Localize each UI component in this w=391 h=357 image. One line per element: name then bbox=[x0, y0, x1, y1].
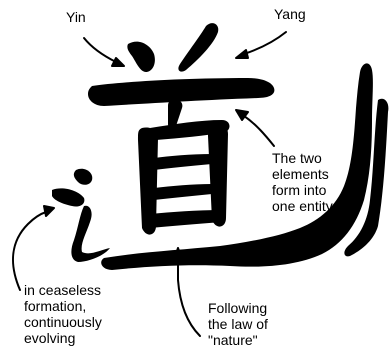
radical-dot1 bbox=[73, 168, 93, 185]
law-arrowhead bbox=[173, 247, 183, 261]
ceaseless-arrow bbox=[12, 211, 47, 291]
short-stroke bbox=[168, 99, 183, 130]
ceaseless-label: in ceaseless formation, continuously evo… bbox=[24, 282, 102, 346]
radical-dot2 bbox=[52, 188, 85, 207]
yang-arrow bbox=[243, 31, 287, 55]
two-elements-arrow bbox=[243, 115, 275, 147]
law-line: Following bbox=[208, 300, 268, 316]
annotation-arrows bbox=[12, 31, 287, 337]
yin-arrow bbox=[83, 37, 117, 63]
box-right bbox=[208, 122, 228, 227]
ceaseless-line: continuously bbox=[24, 314, 102, 330]
box-left bbox=[138, 127, 158, 235]
law-line: "nature" bbox=[208, 332, 258, 348]
yin-arrowhead bbox=[111, 57, 125, 67]
box-bottom bbox=[150, 210, 222, 228]
dao-character-glyph bbox=[52, 23, 389, 270]
yin-stroke bbox=[127, 41, 155, 72]
ceaseless-arrowhead bbox=[43, 205, 55, 217]
yang-arrowhead bbox=[235, 49, 249, 59]
horizontal-bar bbox=[88, 78, 275, 106]
law-line: the law of bbox=[208, 316, 268, 332]
two-elements-line: elements bbox=[272, 166, 329, 182]
two-elements-label: The two elements form into one entity bbox=[272, 150, 333, 214]
ceaseless-line: evolving bbox=[24, 330, 76, 346]
box-mid2 bbox=[154, 184, 212, 200]
ceaseless-line: in ceaseless bbox=[24, 282, 102, 298]
radical-stroke bbox=[71, 205, 110, 262]
box-mid1 bbox=[154, 154, 212, 170]
two-elements-line: The two bbox=[272, 150, 322, 166]
yang-label: Yang bbox=[274, 6, 306, 22]
yang-stroke bbox=[178, 23, 219, 72]
two-elements-line: form into bbox=[272, 182, 327, 198]
two-elements-arrowhead bbox=[235, 109, 249, 121]
law-label: Following the law of "nature" bbox=[208, 300, 268, 348]
two-elements-line: one entity bbox=[272, 198, 333, 214]
right-edge-stroke bbox=[344, 98, 389, 257]
law-arrow bbox=[177, 257, 201, 337]
yin-label: Yin bbox=[66, 9, 86, 25]
ceaseless-line: formation, bbox=[24, 298, 87, 314]
